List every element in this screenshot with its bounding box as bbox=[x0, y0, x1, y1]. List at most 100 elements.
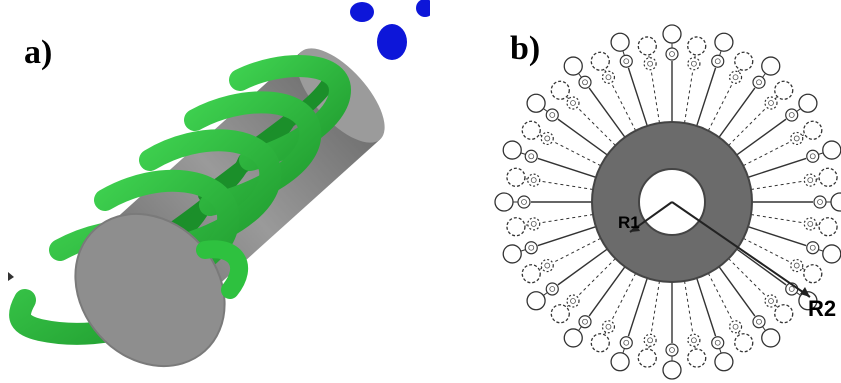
hydrophilic-head bbox=[822, 140, 841, 160]
hydrophilic-head bbox=[610, 32, 630, 52]
aromatic-ring bbox=[813, 195, 827, 209]
aromatic-ring-center bbox=[521, 199, 527, 205]
aromatic-ring bbox=[711, 336, 725, 350]
chain-link bbox=[566, 96, 570, 100]
chain-tail bbox=[707, 83, 733, 131]
chain-tail bbox=[718, 87, 756, 138]
chain-tail bbox=[557, 248, 608, 286]
aromatic-ring-center bbox=[756, 318, 762, 325]
hydrophilic-head bbox=[521, 120, 541, 140]
aromatic-ring-center bbox=[669, 347, 675, 353]
hydrophilic-head bbox=[526, 93, 546, 113]
aromatic-ring-center bbox=[732, 74, 739, 81]
hydrophilic-head bbox=[521, 264, 541, 284]
aromatic-ring bbox=[665, 343, 679, 357]
chain-link bbox=[762, 326, 766, 331]
hydrophilic-head bbox=[526, 291, 546, 311]
aromatic-ring bbox=[643, 333, 657, 347]
aromatic-ring-center bbox=[691, 60, 697, 67]
chain-link bbox=[774, 96, 778, 100]
chain-tail bbox=[650, 280, 660, 334]
helix-rod-illustration bbox=[8, 0, 430, 368]
hydrophilic-head bbox=[761, 328, 781, 348]
hydrophilic-head bbox=[818, 217, 838, 237]
hydrophilic-head bbox=[734, 333, 754, 353]
hydrophilic-head bbox=[563, 56, 583, 76]
micelle-diagram: R1 R2 bbox=[494, 24, 841, 380]
aromatic-ring-center bbox=[807, 177, 814, 183]
micelle-rays bbox=[494, 24, 841, 380]
radius-r2-line bbox=[671, 201, 811, 298]
aromatic-ring bbox=[790, 131, 804, 146]
chain-link bbox=[622, 50, 625, 56]
chain-link bbox=[539, 133, 543, 137]
hydrophilic-head bbox=[494, 192, 514, 212]
aromatic-ring bbox=[566, 294, 580, 308]
hydrophilic-head bbox=[502, 244, 522, 264]
aromatic-ring bbox=[578, 75, 592, 89]
aromatic-ring-center bbox=[788, 112, 795, 118]
aromatic-ring bbox=[728, 320, 743, 334]
aromatic-ring bbox=[687, 57, 701, 71]
chain-link bbox=[603, 69, 607, 73]
chain-link bbox=[603, 331, 607, 335]
aromatic-ring-center bbox=[623, 58, 630, 65]
aromatic-ring-center bbox=[793, 262, 800, 269]
hydrophilic-head bbox=[506, 217, 526, 237]
aromatic-ring bbox=[711, 54, 725, 68]
aromatic-ring-center bbox=[768, 100, 774, 106]
aromatic-ring bbox=[665, 47, 679, 61]
panel-a: a) bbox=[8, 0, 430, 368]
panel-label-a: a) bbox=[24, 34, 53, 71]
chain-tail bbox=[747, 157, 807, 178]
hydrophilic-head bbox=[637, 348, 657, 368]
particle bbox=[377, 24, 407, 60]
hydrophilic-head bbox=[714, 32, 734, 52]
chain-tail bbox=[750, 214, 804, 224]
particle bbox=[350, 2, 374, 22]
chain-tail bbox=[707, 273, 733, 321]
chain-tail bbox=[650, 70, 660, 124]
panel-b: R1 R2 b) bbox=[430, 0, 841, 383]
chain-link bbox=[801, 267, 805, 271]
aromatic-ring bbox=[752, 75, 766, 89]
chain-tail bbox=[728, 107, 767, 146]
hydrophilic-head bbox=[550, 80, 570, 100]
chain-link bbox=[818, 152, 824, 155]
hydrophilic-head bbox=[637, 36, 657, 56]
helix-strand-front bbox=[196, 240, 249, 299]
arrow-mark bbox=[8, 272, 14, 281]
aromatic-ring bbox=[687, 333, 701, 347]
chain-link bbox=[622, 348, 625, 354]
chain-link bbox=[719, 348, 722, 354]
aromatic-ring-center bbox=[788, 286, 795, 292]
hydrophilic-head bbox=[590, 333, 610, 353]
chain-tail bbox=[728, 258, 767, 297]
aromatic-ring bbox=[764, 294, 778, 308]
aromatic-ring bbox=[790, 258, 804, 273]
chain-tail bbox=[743, 237, 791, 263]
hydrophilic-head bbox=[761, 56, 781, 76]
hydrophilic-head bbox=[803, 120, 823, 140]
chain-link bbox=[520, 249, 526, 252]
aromatic-ring bbox=[527, 173, 541, 187]
hydrophilic-head bbox=[774, 304, 794, 324]
chain-link bbox=[719, 50, 722, 56]
aromatic-ring-center bbox=[809, 244, 816, 251]
chain-tail bbox=[747, 226, 807, 247]
hydrophilic-head bbox=[550, 304, 570, 324]
aromatic-ring-center bbox=[570, 100, 576, 106]
hydrophilic-head bbox=[662, 360, 682, 380]
aromatic-ring-center bbox=[623, 339, 630, 346]
aromatic-ring bbox=[764, 96, 778, 110]
hydrophilic-head bbox=[506, 167, 526, 187]
chain-tail bbox=[627, 277, 648, 337]
radius-label-r1: R1 bbox=[618, 213, 640, 232]
chain-tail bbox=[577, 258, 616, 297]
chain-tail bbox=[588, 87, 626, 138]
aromatic-ring-center bbox=[817, 199, 823, 205]
hydrophilic-head bbox=[590, 51, 610, 71]
chain-link bbox=[566, 304, 570, 308]
aromatic-ring-center bbox=[605, 323, 612, 330]
particle bbox=[416, 0, 430, 17]
